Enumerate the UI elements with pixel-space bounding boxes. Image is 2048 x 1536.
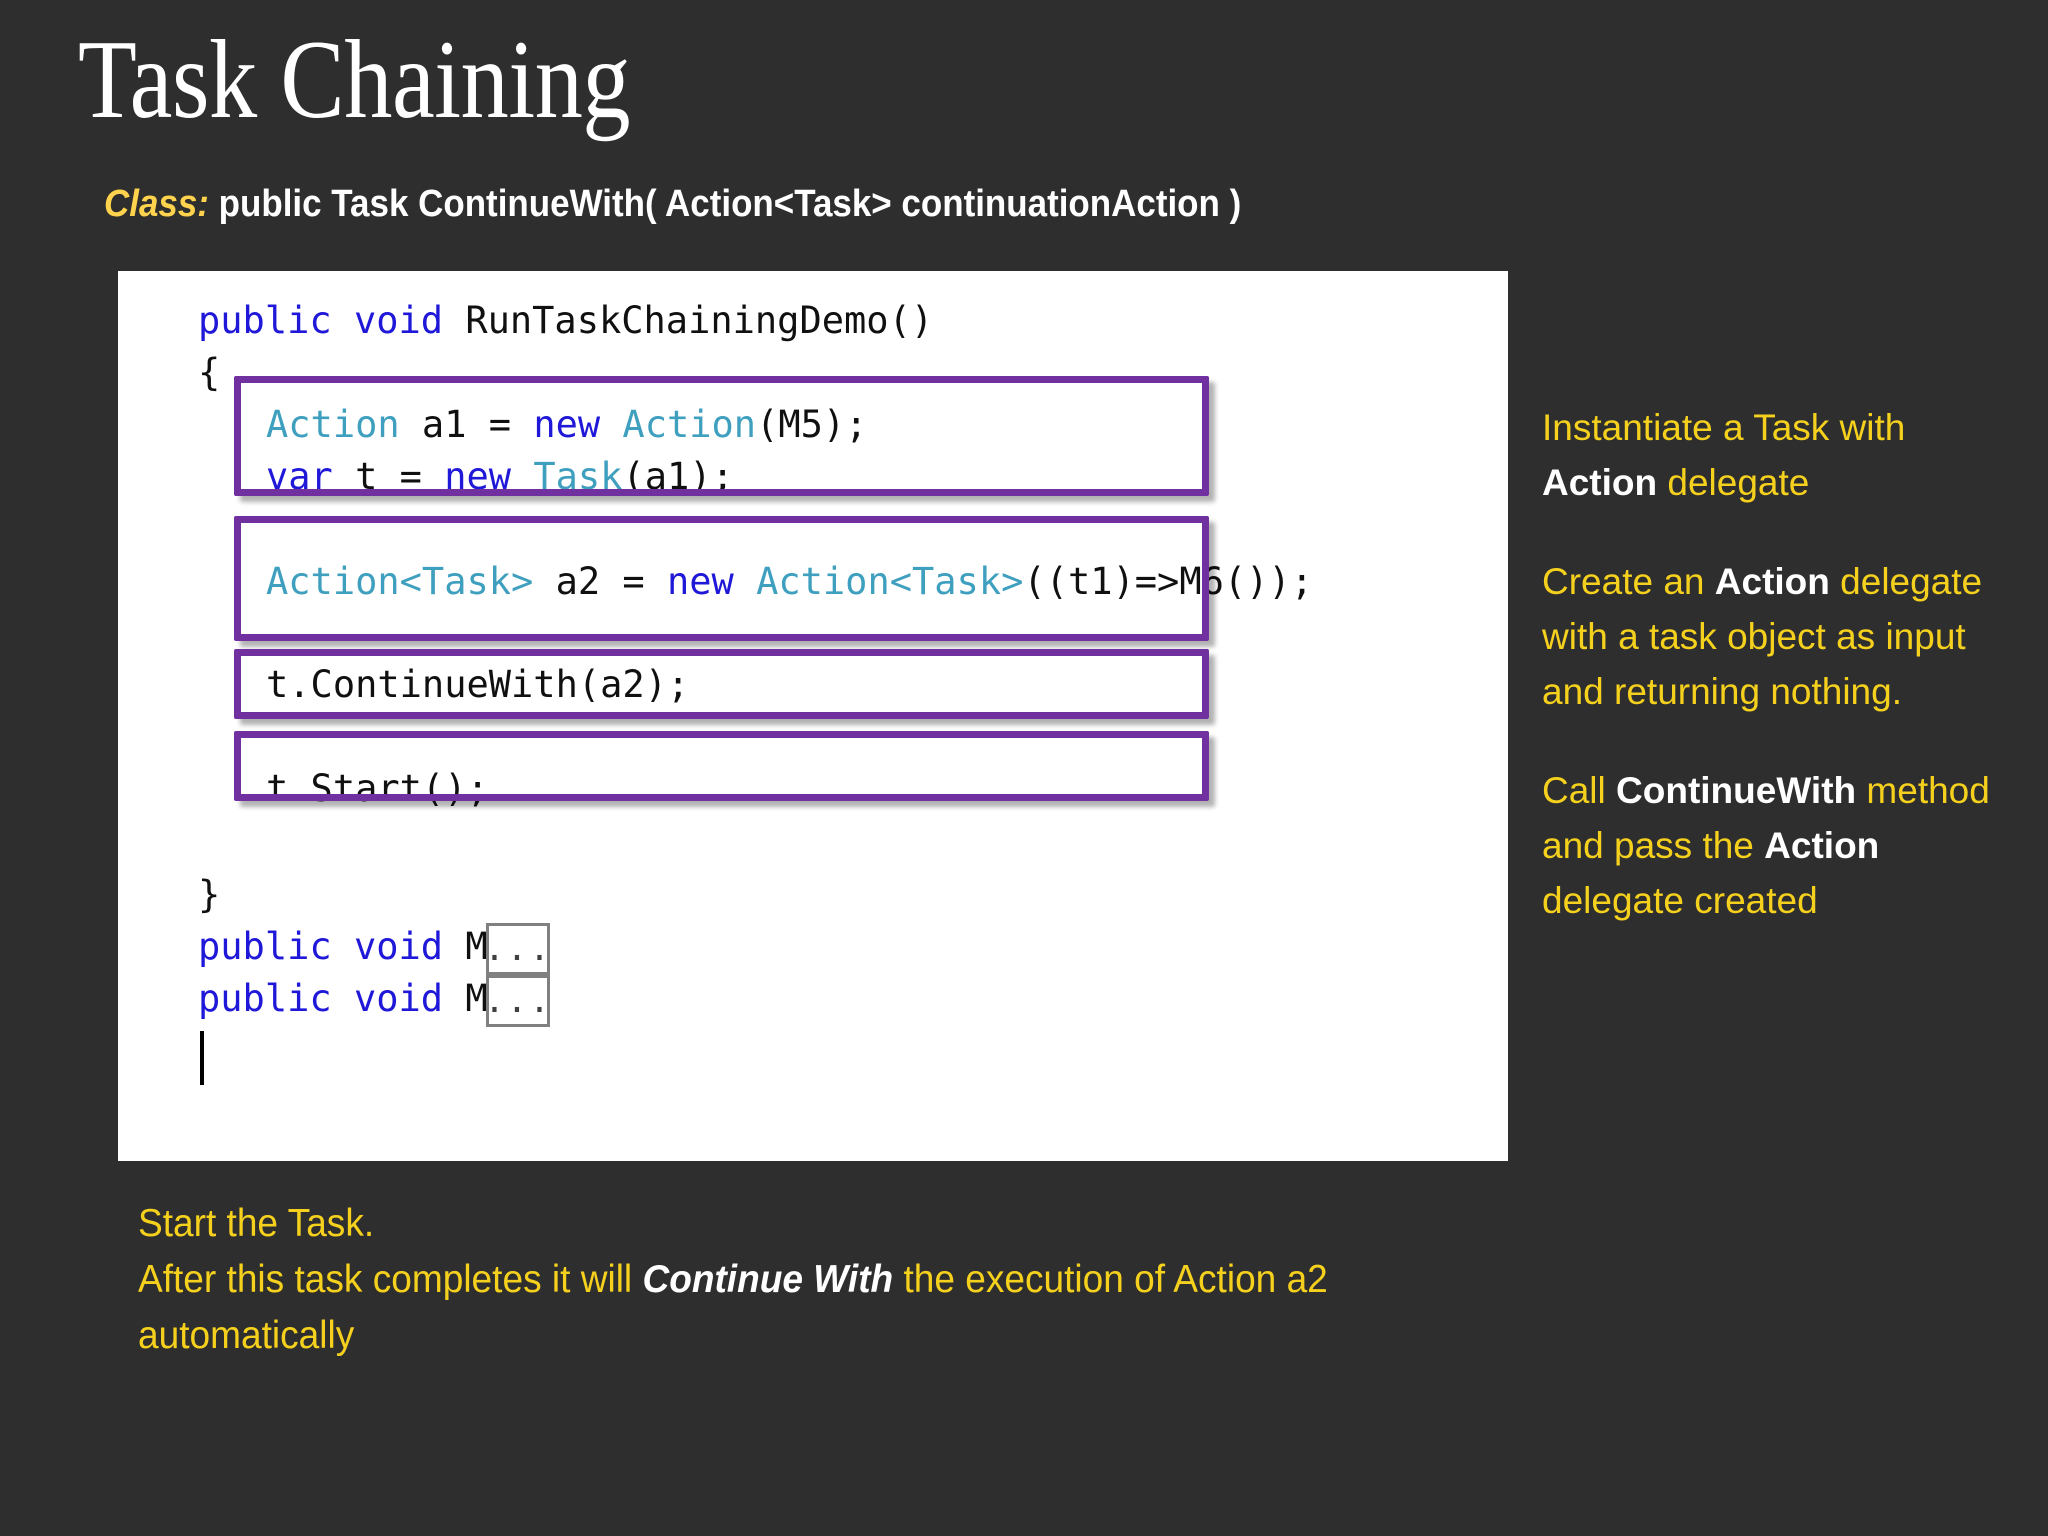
code-line: Action a1 = new Action(M5); xyxy=(266,399,867,451)
code-token: public xyxy=(198,299,332,342)
code-token: Action<Task> xyxy=(266,560,534,603)
annotation-text: delegate xyxy=(1657,462,1810,503)
code-token: Action<Task> xyxy=(756,560,1024,603)
code-token: (M5); xyxy=(756,403,868,446)
code-token: void xyxy=(353,925,444,968)
code-token: void xyxy=(353,977,444,1020)
bottom-caption-line1: Start the Task. xyxy=(138,1202,375,1245)
code-token: Action xyxy=(622,403,757,446)
annotation-text: delegate created xyxy=(1542,880,1818,921)
code-token: RunTaskChainingDemo() xyxy=(443,299,934,342)
class-signature: Class: public Task ContinueWith( Action<… xyxy=(104,183,1241,226)
highlight-box-create-action xyxy=(234,516,1209,641)
code-token: Action xyxy=(266,403,400,446)
class-signature-text: public Task ContinueWith( Action<Task> c… xyxy=(208,183,1242,225)
text-caret xyxy=(200,1031,204,1085)
code-line: } xyxy=(198,869,220,921)
code-token: } xyxy=(198,873,221,916)
code-token: a2 = xyxy=(533,560,667,603)
code-token: t.Start(); xyxy=(266,767,489,810)
code-token: t.ContinueWith(a2); xyxy=(266,663,690,706)
code-line: public void RunTaskChainingDemo() xyxy=(198,295,933,347)
annotation-text: Instantiate a Task with xyxy=(1542,407,1906,448)
annotation-call-continuewith: Call ContinueWith method and pass the Ac… xyxy=(1542,763,2012,928)
code-token: t = xyxy=(332,455,445,498)
bottom-caption-line2-pre: After this task completes it will xyxy=(138,1258,643,1301)
annotation-keyword: Action xyxy=(1764,825,1880,866)
code-line: { xyxy=(198,347,220,399)
annotation-text: Create an xyxy=(1542,561,1715,602)
bottom-caption: Start the Task. After this task complete… xyxy=(138,1196,1525,1364)
annotation-keyword: Action xyxy=(1714,561,1830,602)
page-title: Task Chaining xyxy=(78,18,631,142)
annotation-create-action: Create an Action delegate with a task ob… xyxy=(1542,554,2012,719)
code-token xyxy=(332,925,354,968)
code-token: ((t1)=>M6()); xyxy=(1023,560,1313,603)
collapsed-region-m6[interactable]: ... xyxy=(484,975,550,1027)
annotation-column: Instantiate a Task with Action delegate … xyxy=(1542,400,2012,972)
bottom-caption-emphasis: Continue With xyxy=(642,1258,894,1301)
code-token: public xyxy=(198,977,332,1020)
annotation-text: Call xyxy=(1542,770,1617,811)
annotation-instantiate: Instantiate a Task with Action delegate xyxy=(1542,400,2012,510)
code-token: void xyxy=(353,299,444,342)
highlight-box-instantiate xyxy=(234,376,1209,496)
code-token: new xyxy=(666,560,734,603)
code-panel: public void RunTaskChainingDemo() { Acti… xyxy=(118,271,1508,1161)
code-line: t.Start(); xyxy=(266,763,489,815)
code-token: a1 = xyxy=(399,403,534,446)
bottom-caption-line2: After this task completes it will Contin… xyxy=(138,1252,1525,1364)
code-line: t.ContinueWith(a2); xyxy=(266,659,689,711)
code-token xyxy=(332,977,354,1020)
annotation-keyword: Action xyxy=(1542,462,1658,503)
code-token: new xyxy=(533,403,601,446)
code-token: { xyxy=(198,351,221,394)
code-token: public xyxy=(198,925,332,968)
code-line: Action<Task> a2 = new Action<Task>((t1)=… xyxy=(266,556,1313,608)
annotation-text: delegate with a task object as input and… xyxy=(1542,561,1983,712)
code-token xyxy=(332,299,354,342)
bottom-caption-line2-post: the execution of Action a2 automatically xyxy=(138,1258,1328,1357)
highlight-box-start xyxy=(234,731,1209,801)
highlight-box-continuewith xyxy=(234,649,1209,719)
annotation-keyword: ContinueWith xyxy=(1616,770,1857,811)
collapsed-region-m5[interactable]: ... xyxy=(484,923,550,975)
class-signature-label: Class: xyxy=(104,183,209,225)
annotation-text: method and pass the xyxy=(1542,770,1990,866)
